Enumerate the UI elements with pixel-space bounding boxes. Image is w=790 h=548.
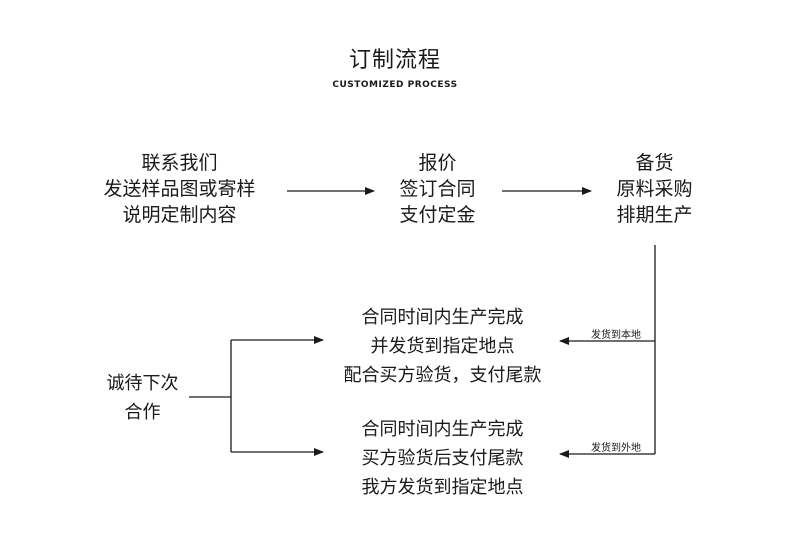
step-cooperate-line-2: 合作 [124,402,161,423]
step-prepare-line-1: 备货 [635,152,674,174]
step-prepare-line-2: 原料采购 [616,178,693,200]
page-subtitle: CUSTOMIZED PROCESS [332,80,458,90]
edge-label-local: 发货到本地 [591,330,641,341]
step-remote-delivery-line-2: 买方验货后支付尾款 [361,448,524,469]
step-quote-line-2: 签订合同 [399,178,476,200]
step-local-delivery-line-3: 配合买方验货，支付尾款 [343,365,542,386]
step-contact-line-3: 说明定制内容 [122,204,237,226]
step-contact-line-1: 联系我们 [141,152,218,174]
edge-label-remote: 发货到外地 [591,443,641,454]
step-remote-delivery-line-1: 合同时间内生产完成 [361,419,524,440]
step-contact-line-2: 发送样品图或寄样 [103,178,256,200]
step-quote-line-1: 报价 [418,152,457,174]
step-quote-line-3: 支付定金 [399,204,476,226]
page-title: 订制流程 [348,48,441,73]
step-remote-delivery: 合同时间内生产完成 买方验货后支付尾款 我方发货到指定地点 [325,415,560,502]
step-local-delivery-line-1: 合同时间内生产完成 [361,307,524,328]
step-remote-delivery-line-3: 我方发货到指定地点 [361,477,524,498]
step-contact: 联系我们 发送样品图或寄样 说明定制内容 [82,150,277,228]
step-cooperate: 诚待下次 合作 [95,369,190,427]
step-local-delivery-line-2: 并发货到指定地点 [370,336,515,357]
step-prepare-line-3: 排期生产 [616,204,693,226]
step-cooperate-line-1: 诚待下次 [106,373,179,394]
step-local-delivery: 合同时间内生产完成 并发货到指定地点 配合买方验货，支付尾款 [325,303,560,390]
step-prepare: 备货 原料采购 排期生产 [597,150,712,228]
step-quote: 报价 签订合同 支付定金 [380,150,495,228]
